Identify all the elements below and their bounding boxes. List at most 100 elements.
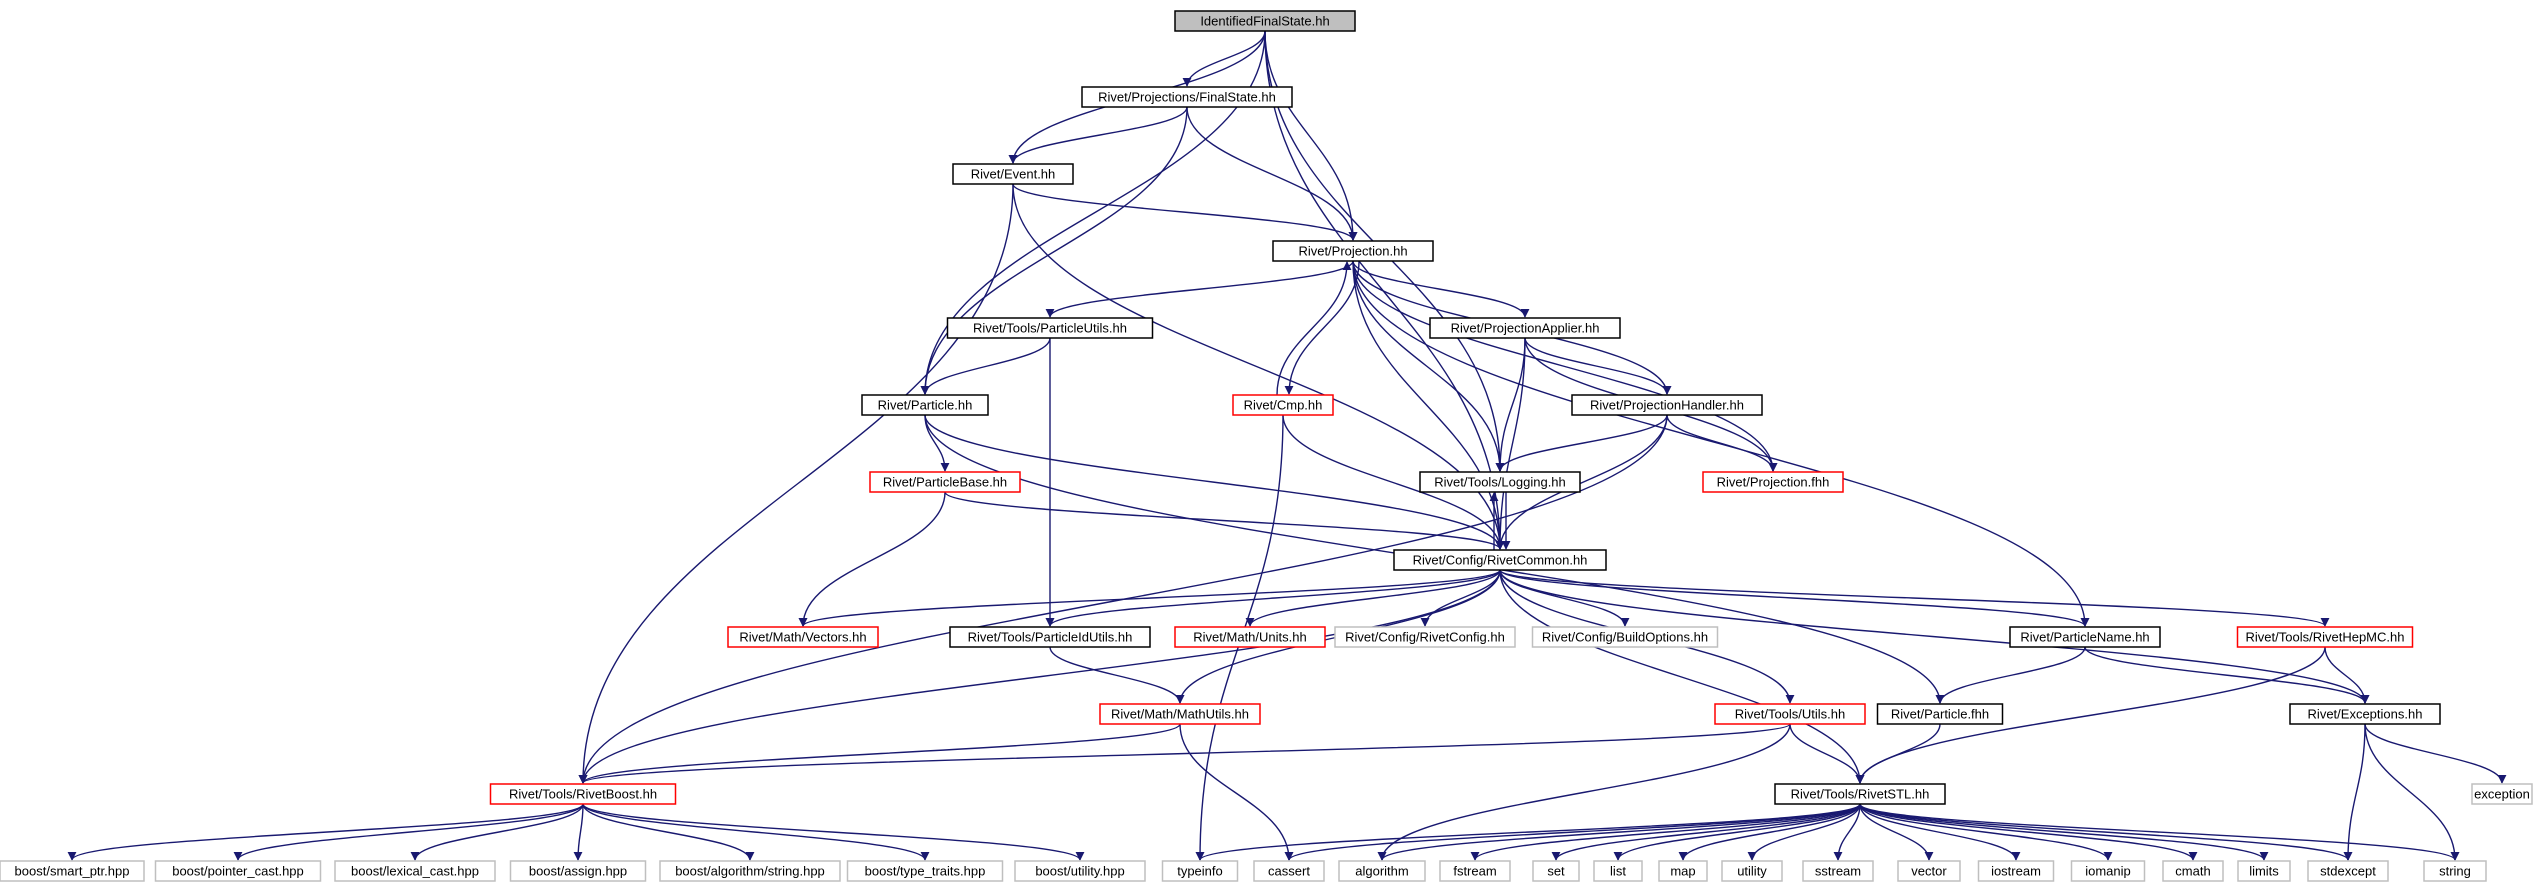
node-label: Rivet/Config/RivetCommon.hh: [1413, 553, 1588, 568]
edge-rstl-to-cmath: [1859, 803, 2198, 861]
node-label: IdentifiedFinalState.hh: [1200, 14, 1329, 29]
edge-line: [1045, 260, 1354, 318]
edge-line: [1049, 646, 1185, 704]
edge-ph-to-common: [1495, 414, 1668, 550]
edge-ph-to-projfhh: [1666, 414, 1778, 472]
edge-line: [1245, 569, 1501, 627]
node-iostream: iostream: [1977, 860, 2055, 882]
edge-line: [1352, 260, 2090, 627]
node-mathutils[interactable]: Rivet/Math/MathUtils.hh: [1099, 703, 1261, 725]
edge-rstl-to-map: [1678, 803, 1861, 861]
dependency-nodes: IdentifiedFinalState.hhRivet/Projections…: [0, 10, 2533, 882]
node-vectors[interactable]: Rivet/Math/Vectors.hh: [727, 626, 879, 648]
node-hepmc[interactable]: Rivet/Tools/RivetHepMC.hh: [2236, 626, 2414, 648]
edge-papp-to-logging: [1495, 337, 1526, 472]
node-label: iostream: [1991, 864, 2041, 879]
edge-rboost-to-bstr: [582, 803, 755, 861]
edge-particle-to-common: [924, 414, 1505, 550]
node-box: [2162, 860, 2224, 882]
node-box: [2070, 860, 2146, 882]
node-ph[interactable]: Rivet/ProjectionHandler.hh: [1571, 394, 1763, 416]
edge-line: [573, 803, 584, 861]
edge-line: [1666, 414, 1778, 472]
edge-common-to-rboost: [578, 569, 1501, 784]
node-label: cmath: [2175, 864, 2210, 879]
edge-rstl-to-iomanip: [1859, 803, 2113, 861]
node-common[interactable]: Rivet/Config/RivetCommon.hh: [1393, 549, 1607, 571]
node-exc[interactable]: Rivet/Exceptions.hh: [2289, 703, 2441, 725]
edge-line: [1182, 30, 1266, 87]
edge-line: [1186, 106, 1358, 241]
node-event[interactable]: Rivet/Event.hh: [952, 163, 1074, 185]
edge-proj-to-papp: [1352, 260, 1530, 318]
edge-line: [1935, 646, 2086, 704]
node-label: Rivet/Projections/FinalState.hh: [1098, 90, 1276, 105]
edge-line: [1747, 803, 1861, 861]
node-limits: limits: [2237, 860, 2291, 882]
edge-rstl-to-sstream: [1833, 803, 1861, 861]
node-label: Rivet/Config/BuildOptions.hh: [1542, 630, 1708, 645]
node-label: Rivet/Event.hh: [971, 167, 1056, 182]
edge-rstl-to-fstream: [1470, 803, 1861, 861]
node-box: [727, 626, 879, 648]
node-proj[interactable]: Rivet/Projection.hh: [1272, 240, 1434, 262]
edge-line: [1495, 337, 1526, 550]
node-rboost[interactable]: Rivet/Tools/RivetBoost.hh: [489, 783, 677, 805]
node-box: [1593, 860, 1643, 882]
node-box: [1977, 860, 2055, 882]
node-units[interactable]: Rivet/Math/Units.hh: [1174, 626, 1326, 648]
node-box: [949, 626, 1151, 648]
node-logging[interactable]: Rivet/Tools/Logging.hh: [1419, 471, 1581, 493]
edge-exc-to-stdexcept: [2343, 723, 2366, 861]
node-pbase[interactable]: Rivet/ParticleBase.hh: [869, 471, 1021, 493]
node-label: Rivet/ProjectionApplier.hh: [1451, 321, 1600, 336]
node-box: [1658, 860, 1708, 882]
edge-line: [1282, 414, 1505, 550]
node-rstl[interactable]: Rivet/Tools/RivetSTL.hh: [1774, 783, 1946, 805]
node-pidu[interactable]: Rivet/Tools/ParticleIdUtils.hh: [949, 626, 1151, 648]
node-bstr: boost/algorithm/string.hpp: [659, 860, 841, 882]
edge-ifs-to-proj: [1264, 30, 1358, 241]
node-utils[interactable]: Rivet/Tools/Utils.hh: [1714, 703, 1866, 725]
node-label: Rivet/ParticleBase.hh: [883, 475, 1007, 490]
node-label: boost/utility.hpp: [1035, 864, 1124, 879]
node-box: [2009, 626, 2161, 648]
node-label: Rivet/Config/RivetConfig.hh: [1345, 630, 1505, 645]
node-projfhh[interactable]: Rivet/Projection.fhh: [1702, 471, 1844, 493]
node-pname[interactable]: Rivet/ParticleName.hh: [2009, 626, 2161, 648]
node-cassert: cassert: [1253, 860, 1325, 882]
edge-ifs-to-particle: [920, 30, 1266, 395]
edge-proj-to-common: [1352, 260, 1505, 550]
node-box: [1174, 10, 1356, 32]
node-box: [1272, 240, 1434, 262]
edge-ph-to-logging: [1495, 414, 1668, 472]
edge-line: [1352, 260, 1505, 550]
node-fs[interactable]: Rivet/Projections/FinalState.hh: [1081, 86, 1293, 108]
node-papp[interactable]: Rivet/ProjectionApplier.hh: [1429, 317, 1621, 339]
node-label: exception: [2474, 787, 2530, 802]
node-label: Rivet/ParticleName.hh: [2020, 630, 2149, 645]
edge-proj-to-logging: [1352, 260, 1505, 472]
node-label: Rivet/Particle.hh: [878, 398, 973, 413]
edge-line: [578, 723, 1791, 784]
node-label: boost/algorithm/string.hpp: [675, 864, 825, 879]
node-label: stdexcept: [2320, 864, 2376, 879]
edge-pbase-to-common: [944, 491, 1505, 550]
edge-line: [578, 183, 1014, 784]
edge-line: [582, 803, 930, 861]
edge-pname-to-pfhh: [1935, 646, 2086, 704]
node-cmp[interactable]: Rivet/Cmp.hh: [1232, 394, 1334, 416]
node-box: [509, 860, 647, 882]
edge-line: [920, 337, 1051, 395]
node-label: Rivet/Tools/Logging.hh: [1434, 475, 1566, 490]
node-particle[interactable]: Rivet/Particle.hh: [861, 394, 989, 416]
edge-exc-to-string: [2364, 723, 2460, 861]
edge-rstl-to-list: [1613, 803, 1861, 861]
edge-line: [2364, 723, 2460, 861]
node-fstream: fstream: [1439, 860, 1511, 882]
node-box: [1099, 703, 1261, 725]
node-box: [2237, 860, 2291, 882]
node-pu[interactable]: Rivet/Tools/ParticleUtils.hh: [946, 317, 1154, 339]
node-pfhh[interactable]: Rivet/Particle.fhh: [1876, 703, 2004, 725]
edge-pbase-to-vectors: [798, 491, 946, 627]
